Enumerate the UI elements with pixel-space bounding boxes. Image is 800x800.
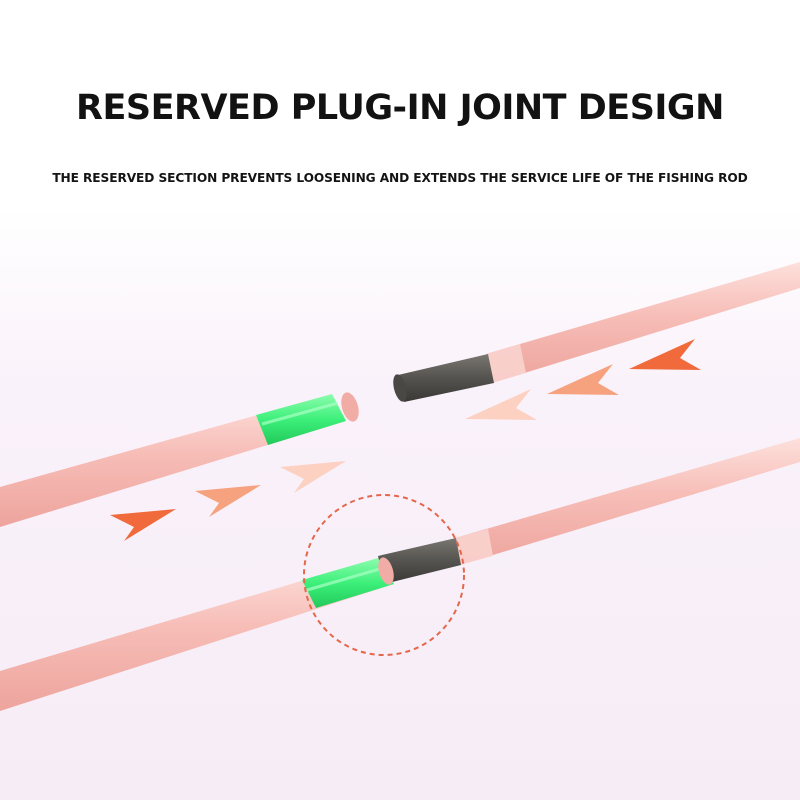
chevron-arrowhead-icon	[465, 389, 537, 420]
page-subtitle: THE RESERVED SECTION PREVENTS LOOSENING …	[52, 171, 748, 185]
gray-insert	[398, 354, 494, 402]
rod-body	[486, 262, 800, 383]
rod-tip	[341, 392, 359, 422]
gray-insert	[378, 538, 461, 584]
rod-body	[0, 394, 346, 527]
chevron-arrowhead-icon	[629, 339, 701, 370]
rod-section-upper-left	[0, 392, 359, 527]
chevron-arrowhead-icon	[280, 461, 346, 493]
dashed-highlight-circle	[303, 494, 465, 656]
chevron-arrowhead-icon	[547, 364, 619, 395]
rod-section-upper-right	[393, 262, 800, 402]
chevron-arrowhead-icon	[195, 485, 261, 517]
rod-assembled	[0, 438, 800, 711]
chevron-arrowhead-icon	[110, 509, 176, 541]
page-title: RESERVED PLUG-IN JOINT DESIGN	[76, 88, 724, 128]
green-sleeve	[256, 394, 346, 445]
rod-body	[455, 438, 800, 565]
rod-body	[0, 558, 394, 711]
